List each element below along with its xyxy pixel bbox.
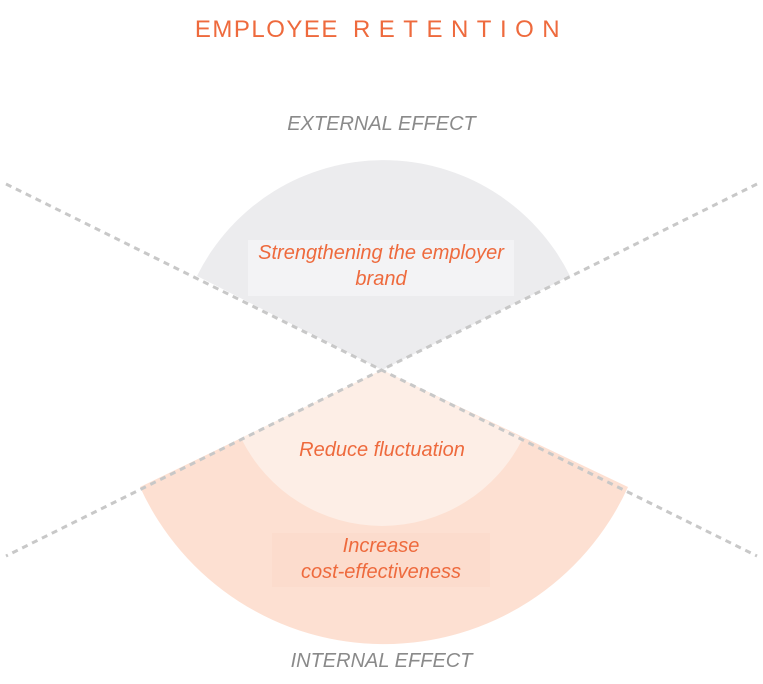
- segment-reduce-fluctuation: Reduce fluctuation: [299, 439, 465, 461]
- internal-effect-label: INTERNAL EFFECT: [290, 650, 473, 672]
- title-word-retention: RETENTION: [352, 16, 569, 43]
- diagram-title: EMPLOYEE RETENTION: [0, 16, 763, 44]
- segment-employer-brand: Strengthening the employer brand: [248, 240, 514, 296]
- dashed-line-right-top: [5, 182, 758, 558]
- segment-cost-line2: cost-effectiveness: [300, 561, 462, 583]
- title-word-employee: EMPLOYEE: [194, 16, 339, 43]
- bottom-inner-sector: [241, 370, 523, 526]
- segment-cost-line1: Increase: [342, 535, 420, 557]
- segment-cost-effectiveness: Increase cost-effectiveness: [272, 533, 490, 587]
- external-effect-label: EXTERNAL EFFECT: [287, 113, 476, 135]
